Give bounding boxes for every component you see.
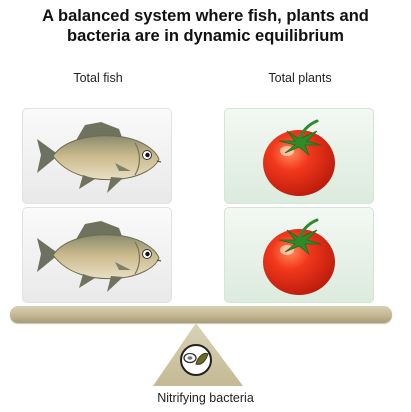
bacteria-icon xyxy=(181,345,211,375)
fulcrum-label: Nitrifying bacteria xyxy=(0,391,411,405)
